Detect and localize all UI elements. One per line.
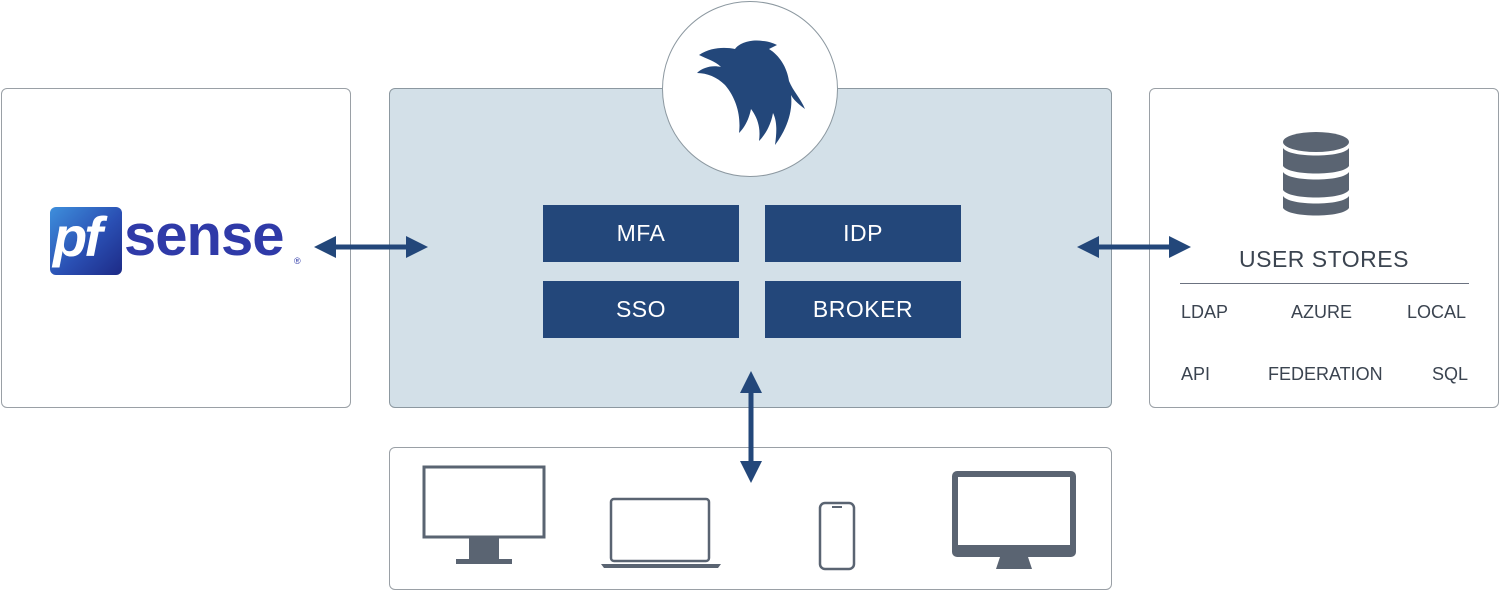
broker-tile: BROKER (765, 281, 961, 338)
laptop-icon (601, 497, 721, 568)
vertical-double-arrow (740, 371, 762, 483)
registered-mark: ® (294, 256, 301, 266)
pfsense-logo-sense: sense (124, 203, 284, 268)
pfsense-logo-pf: pf (53, 205, 103, 268)
store-api: API (1181, 364, 1211, 384)
pfsense-logo-box (50, 207, 122, 275)
bird-icon (697, 40, 805, 146)
desktop-monitor-icon (422, 465, 546, 564)
mfa-label: MFA (616, 220, 666, 246)
idp-label: IDP (843, 220, 883, 246)
database-icon (1283, 132, 1349, 216)
smartphone-icon (818, 501, 856, 571)
pfsense-logo: pf sense ® (50, 203, 310, 278)
mfa-tile: MFA (543, 205, 739, 262)
store-azure: AZURE (1291, 302, 1353, 322)
idp-tile: IDP (765, 205, 961, 262)
sso-tile: SSO (543, 281, 739, 338)
imac-icon (952, 471, 1076, 569)
store-sql: SQL (1432, 364, 1469, 384)
user-stores-title: USER STORES (1239, 246, 1409, 272)
broker-label: BROKER (812, 296, 914, 322)
sso-label: SSO (615, 296, 667, 322)
left-double-arrow (314, 236, 428, 258)
store-ldap: LDAP (1181, 302, 1229, 322)
user-stores-divider (1180, 283, 1469, 284)
store-federation: FEDERATION (1268, 364, 1383, 384)
store-local: LOCAL (1407, 302, 1467, 322)
bird-logo (662, 1, 838, 177)
right-double-arrow (1077, 236, 1191, 258)
